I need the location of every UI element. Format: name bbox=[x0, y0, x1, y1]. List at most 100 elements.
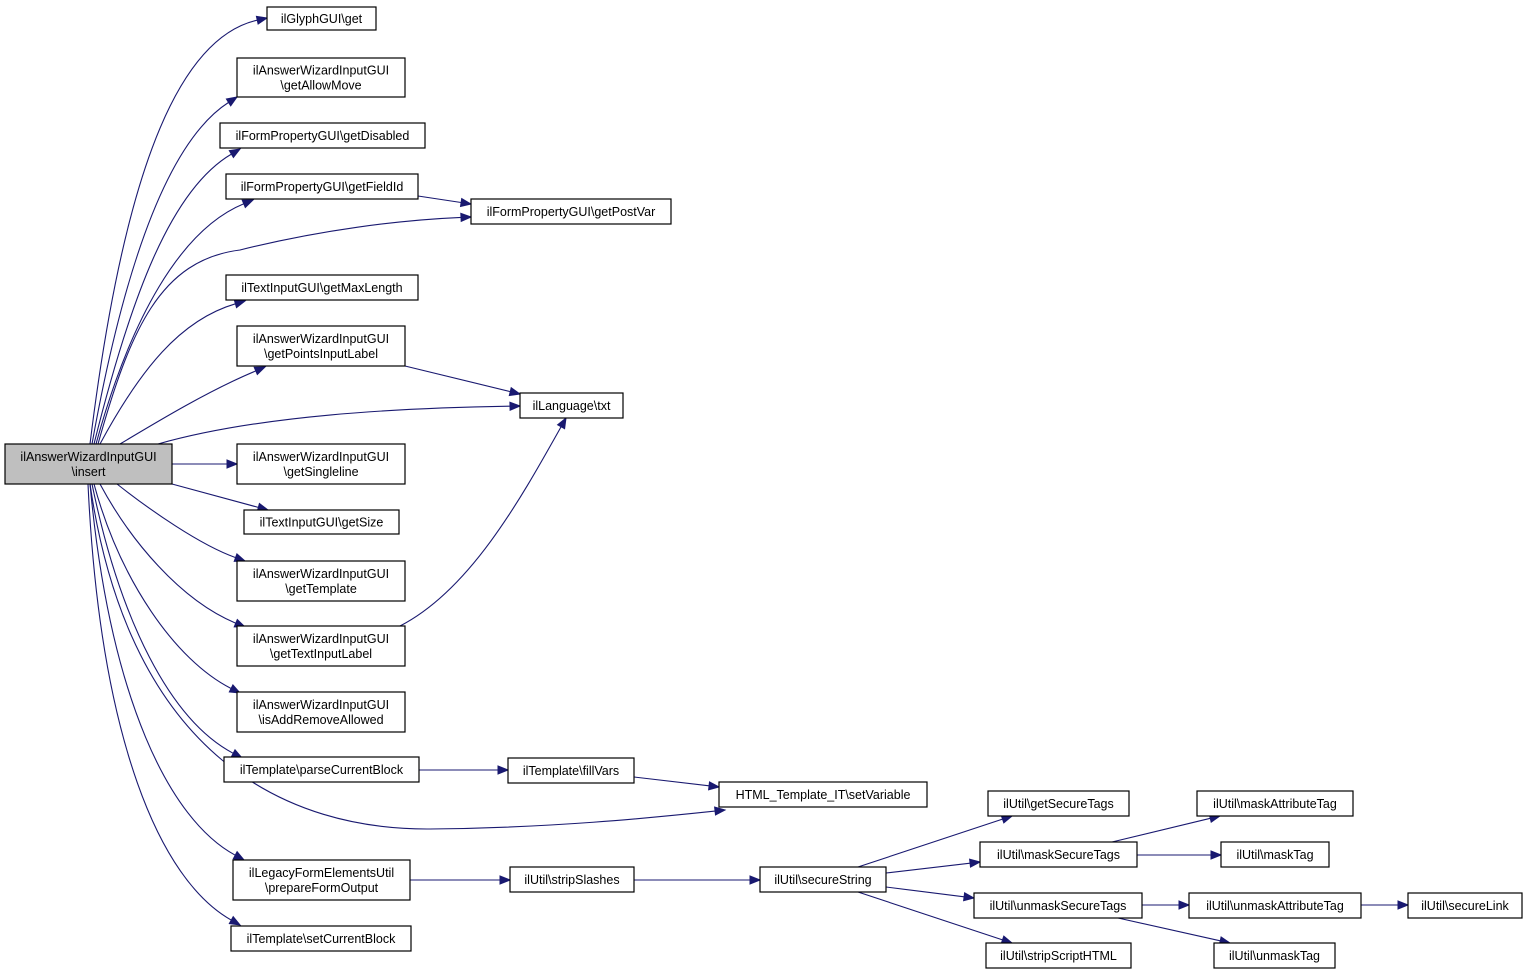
node-box bbox=[509, 866, 635, 893]
node-label: \insert bbox=[71, 465, 106, 479]
edge-line bbox=[171, 483, 259, 508]
node-getSize[interactable]: ilTextInputGUI\getSize bbox=[243, 509, 400, 535]
node-maskSecureTags[interactable]: ilUtil\maskSecureTags bbox=[979, 841, 1138, 868]
node-txt[interactable]: ilLanguage\txt bbox=[519, 392, 624, 419]
node-box bbox=[219, 122, 426, 149]
edge-parseCurrentBlock-to-fillVars bbox=[419, 765, 510, 775]
node-label: ilAnswerWizardInputGUI bbox=[253, 632, 389, 646]
edge-line bbox=[1117, 917, 1221, 942]
node-getAllowMove[interactable]: ilAnswerWizardInputGUI\getAllowMove bbox=[236, 57, 406, 98]
node-label: ilUtil\unmaskTag bbox=[1229, 949, 1320, 963]
node-getDisabled[interactable]: ilFormPropertyGUI\getDisabled bbox=[219, 122, 426, 149]
nodes: ilAnswerWizardInputGUI\insertilGlyphGUI\… bbox=[4, 6, 1523, 969]
node-box bbox=[1220, 841, 1330, 868]
node-label: ilUtil\stripScriptHTML bbox=[1000, 949, 1117, 963]
edge-line bbox=[95, 203, 245, 445]
arrowhead-icon bbox=[225, 96, 239, 107]
node-getTextInputLabel[interactable]: ilAnswerWizardInputGUI\getTextInputLabel bbox=[236, 625, 406, 667]
node-box bbox=[236, 443, 406, 485]
node-box bbox=[979, 841, 1138, 868]
arrowhead-icon bbox=[499, 875, 512, 885]
edge-line bbox=[93, 153, 232, 445]
node-label: ilAnswerWizardInputGUI bbox=[253, 567, 389, 581]
node-getTemplate[interactable]: ilAnswerWizardInputGUI\getTemplate bbox=[236, 560, 406, 602]
node-unmaskTag[interactable]: ilUtil\unmaskTag bbox=[1213, 942, 1336, 969]
node-root[interactable]: ilAnswerWizardInputGUI\insert bbox=[4, 443, 173, 485]
node-glyph-get[interactable]: ilGlyphGUI\get bbox=[266, 6, 377, 31]
node-fillVars[interactable]: ilTemplate\fillVars bbox=[507, 757, 635, 784]
node-box bbox=[236, 560, 406, 602]
node-secureString[interactable]: ilUtil\secureString bbox=[759, 866, 887, 893]
node-secureLink[interactable]: ilUtil\secureLink bbox=[1407, 892, 1523, 919]
node-setVariable[interactable]: HTML_Template_IT\setVariable bbox=[718, 781, 928, 808]
node-label: ilAnswerWizardInputGUI bbox=[253, 64, 389, 78]
arrowhead-icon bbox=[228, 148, 242, 159]
node-getSingleline[interactable]: ilAnswerWizardInputGUI\getSingleline bbox=[236, 443, 406, 485]
arrowhead-icon bbox=[460, 212, 473, 223]
node-parseCurrentBlock[interactable]: ilTemplate\parseCurrentBlock bbox=[223, 756, 420, 783]
edge-line bbox=[99, 303, 236, 445]
edge-fillVars-to-setVariable bbox=[633, 776, 721, 791]
edge-root-to-getDisabled bbox=[93, 148, 242, 445]
arrowhead-icon bbox=[233, 553, 247, 562]
arrowhead-icon bbox=[232, 850, 246, 861]
node-getPostVar[interactable]: ilFormPropertyGUI\getPostVar bbox=[470, 198, 672, 225]
arrowhead-icon bbox=[508, 386, 522, 397]
node-box bbox=[973, 892, 1143, 919]
node-label: ilTemplate\fillVars bbox=[523, 764, 619, 778]
edge-maskSecureTags-to-maskTag bbox=[1137, 850, 1223, 860]
node-label: ilAnswerWizardInputGUI bbox=[253, 698, 389, 712]
arrowhead-icon bbox=[969, 858, 982, 868]
node-box bbox=[470, 198, 672, 225]
arrowhead-icon bbox=[459, 197, 473, 208]
node-maskTag[interactable]: ilUtil\maskTag bbox=[1220, 841, 1330, 868]
node-label: ilUtil\maskAttributeTag bbox=[1213, 797, 1337, 811]
node-isAddRemoveAllowed[interactable]: ilAnswerWizardInputGUI\isAddRemoveAllowe… bbox=[236, 691, 406, 733]
arrowhead-icon bbox=[241, 199, 255, 209]
node-label: ilFormPropertyGUI\getFieldId bbox=[241, 180, 404, 194]
edge-root-to-getTextInputLabel bbox=[99, 483, 247, 628]
node-unmaskAttributeTag[interactable]: ilUtil\unmaskAttributeTag bbox=[1188, 892, 1362, 919]
node-label: \getAllowMove bbox=[280, 79, 361, 93]
edge-root-to-getSize bbox=[171, 483, 270, 512]
node-box bbox=[236, 625, 406, 667]
edge-root-to-parseCurrentBlock bbox=[91, 483, 244, 759]
node-label: ilAnswerWizardInputGUI bbox=[253, 450, 389, 464]
edge-root-to-glyph_get bbox=[89, 15, 269, 445]
node-box bbox=[4, 443, 173, 485]
node-getSecureTags[interactable]: ilUtil\getSecureTags bbox=[987, 790, 1130, 817]
arrowhead-icon bbox=[963, 892, 976, 902]
edge-line bbox=[857, 818, 1003, 868]
node-maskAttributeTag[interactable]: ilUtil\maskAttributeTag bbox=[1196, 790, 1354, 817]
arrowhead-icon bbox=[233, 299, 247, 309]
node-box bbox=[1407, 892, 1523, 919]
arrowhead-icon bbox=[228, 684, 242, 694]
node-stripScriptHTML[interactable]: ilUtil\stripScriptHTML bbox=[985, 942, 1132, 969]
edge-line bbox=[91, 101, 229, 445]
node-label: ilUtil\unmaskSecureTags bbox=[990, 899, 1127, 913]
node-unmaskSecureTags[interactable]: ilUtil\unmaskSecureTags bbox=[973, 892, 1143, 919]
arrowhead-icon bbox=[509, 401, 522, 411]
node-box bbox=[266, 6, 377, 31]
node-label: ilUtil\maskTag bbox=[1236, 848, 1313, 862]
node-getMaxLength[interactable]: ilTextInputGUI\getMaxLength bbox=[225, 274, 419, 301]
node-setCurrentBlock[interactable]: ilTemplate\setCurrentBlock bbox=[230, 925, 412, 952]
edge-getFieldId-to-getPostVar bbox=[417, 195, 473, 208]
node-prepareFormOutput[interactable]: ilLegacyFormElementsUtil\prepareFormOutp… bbox=[232, 859, 411, 901]
edge-root-to-isAddRemoveAllowed bbox=[93, 483, 242, 694]
node-stripSlashes[interactable]: ilUtil\stripSlashes bbox=[509, 866, 635, 893]
edge-line bbox=[1111, 817, 1211, 843]
arrowhead-icon bbox=[1397, 900, 1410, 910]
edge-line bbox=[857, 891, 1003, 941]
arrowhead-icon bbox=[708, 781, 721, 791]
edge-line bbox=[89, 483, 236, 856]
node-box bbox=[507, 757, 635, 784]
edge-root-to-getSingleline bbox=[172, 459, 239, 469]
arrowhead-icon bbox=[1210, 850, 1223, 860]
edge-stripSlashes-to-secureString bbox=[634, 875, 762, 885]
node-getFieldId[interactable]: ilFormPropertyGUI\getFieldId bbox=[225, 173, 419, 200]
edge-root-to-getAllowMove bbox=[91, 96, 239, 445]
node-getPointsInputLabel[interactable]: ilAnswerWizardInputGUI\getPointsInputLab… bbox=[236, 325, 406, 367]
